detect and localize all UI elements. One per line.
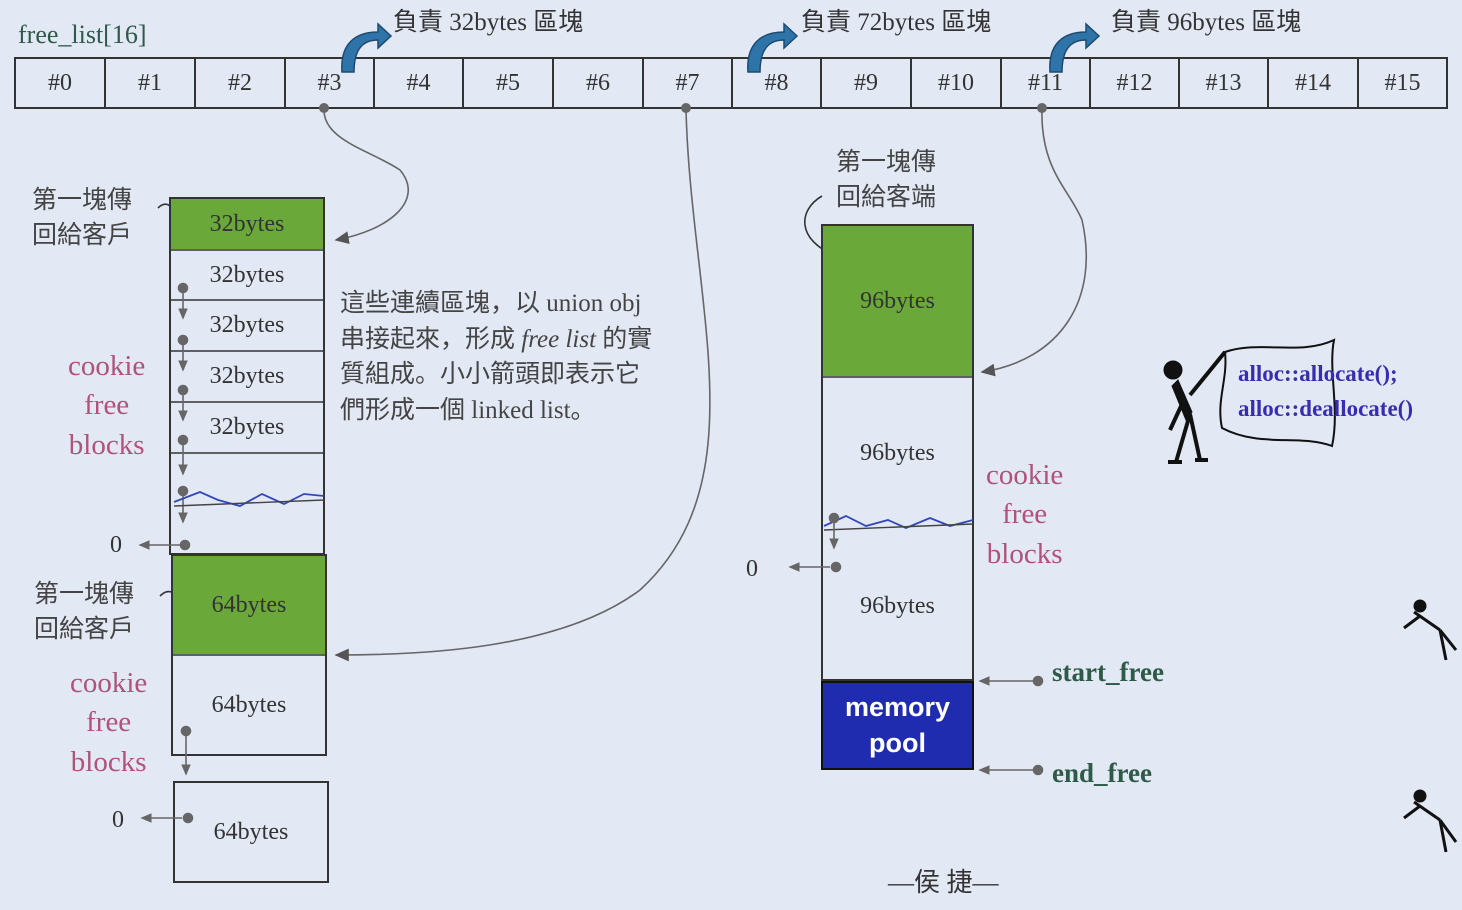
block-32-first: 32bytes [171, 199, 323, 249]
start-free-label: start_free [1052, 657, 1164, 687]
free-list-cell: #6 [586, 69, 610, 96]
block-32: 32bytes [209, 312, 285, 338]
resp-label-72: 負責 72bytes 區塊 [801, 9, 992, 36]
first-block-label-64: 第一塊傳回給客戶 [34, 581, 135, 643]
link-3-to-32 [323, 107, 409, 244]
free-list-cell: #12 [1116, 69, 1153, 96]
free-list-cell: #14 [1295, 69, 1331, 96]
first-block-label-96: 第一塊傳回給客端 [836, 149, 937, 211]
resp-label-32: 負責 32bytes 區塊 [393, 9, 584, 36]
null-zero-32: 0 [110, 532, 122, 558]
free-list-cell: #8 [764, 69, 789, 96]
runner-figure-top [1403, 599, 1458, 661]
block-32: 32bytes [209, 363, 285, 389]
free-list-label: free_list[16] [18, 20, 147, 49]
resp-label-96: 負責 96bytes 區塊 [1111, 9, 1302, 36]
chain96-column [821, 224, 974, 681]
null-zero-96: 0 [746, 556, 758, 582]
block-96-first: 96bytes [823, 226, 972, 376]
chain64-last [173, 781, 329, 883]
free-list-cell: #3 [317, 69, 342, 96]
flag-cloth [1219, 338, 1336, 448]
free-list-cell: #15 [1384, 69, 1421, 96]
block-96: 96bytes [860, 592, 935, 619]
resp-arrow-96 [1049, 22, 1101, 73]
resp-arrow-72 [747, 22, 799, 73]
block-64-first: 64bytes [173, 556, 325, 654]
free-list-cell: #0 [48, 69, 72, 96]
free-list-cell: #10 [938, 69, 974, 96]
block-64: 64bytes [213, 818, 289, 845]
block-32: 32bytes [209, 414, 285, 440]
free-list-cell: #2 [228, 69, 252, 96]
null-zero-64: 0 [112, 807, 124, 833]
free-list-cell: #5 [496, 69, 520, 96]
linked-list-note: 這些連續區塊，以 union obj 串接起來，形成 free list 的實 … [340, 290, 653, 424]
free-list-cell: #4 [406, 69, 431, 96]
flag-figure [1163, 350, 1227, 464]
free-list-cell: #9 [854, 69, 878, 96]
block-64: 64bytes [211, 691, 287, 718]
link-7-to-64 [334, 107, 711, 662]
alloc-api-flag-text: alloc::allocate();alloc::deallocate() [1238, 361, 1413, 421]
runner-figure-bottom [1403, 789, 1458, 853]
free-list-cell: #1 [138, 69, 162, 96]
resp-arrow-32 [341, 22, 393, 73]
author-signature: —侯 捷— [888, 868, 999, 897]
link-11-to-96 [980, 107, 1087, 377]
block-32: 32bytes [209, 261, 285, 288]
end-free-label: end_free [1052, 758, 1152, 788]
free-list-cell: #11 [1027, 69, 1064, 96]
block-96: 96bytes [860, 439, 935, 466]
free-list-cell: #13 [1205, 69, 1242, 96]
free-list-cell: #7 [675, 69, 700, 96]
first-block-label-32: 第一塊傳回給客戶 [32, 187, 133, 249]
